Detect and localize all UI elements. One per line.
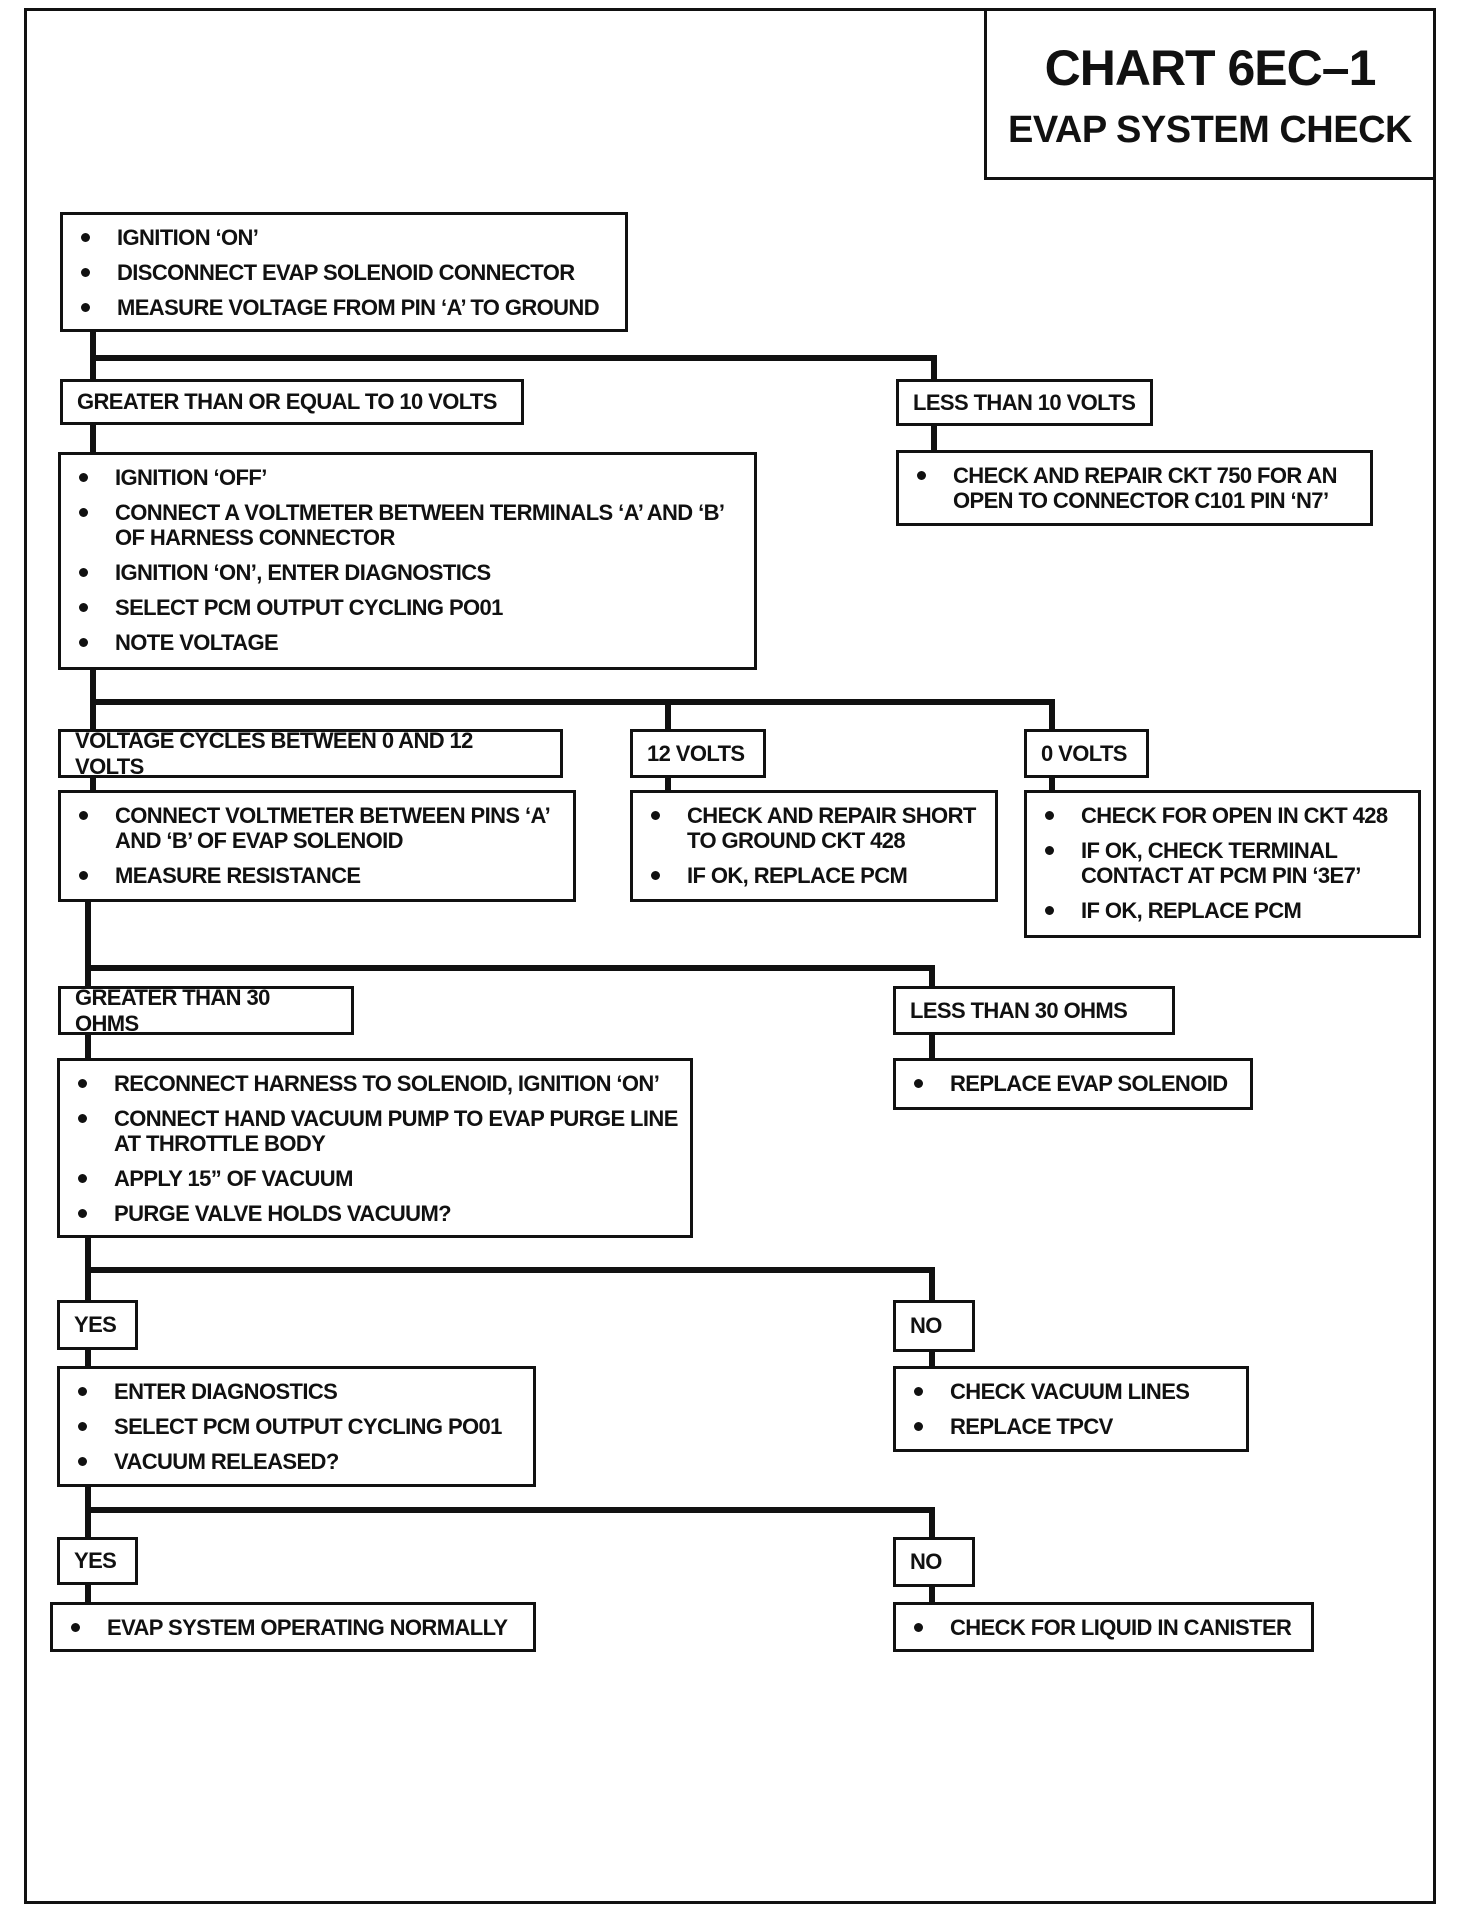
label-0-volts: 0 VOLTS — [1024, 729, 1149, 778]
step-item: CONNECT A VOLTMETER BETWEEN TERMINALS ‘A… — [61, 500, 744, 550]
step-item: SELECT PCM OUTPUT CYCLING PO01 — [60, 1414, 523, 1439]
page-frame-top — [24, 8, 984, 11]
step-box-check-vacuum-lines: CHECK VACUUM LINES REPLACE TPCV — [893, 1366, 1249, 1452]
step-item: PURGE VALVE HOLDS VACUUM? — [60, 1201, 680, 1226]
step-item: IF OK, REPLACE PCM — [633, 863, 985, 888]
step-box-short-to-ground: CHECK AND REPAIR SHORT TO GROUND CKT 428… — [630, 790, 998, 902]
step-item: EVAP SYSTEM OPERATING NORMALLY — [53, 1615, 523, 1640]
step-box-system-normal: EVAP SYSTEM OPERATING NORMALLY — [50, 1602, 536, 1652]
step-box-ignition-off: IGNITION ‘OFF’ CONNECT A VOLTMETER BETWE… — [58, 452, 757, 670]
step-item: IGNITION ‘OFF’ — [61, 465, 744, 490]
step-item: CHECK AND REPAIR SHORT TO GROUND CKT 428 — [633, 803, 985, 853]
step-item: CHECK AND REPAIR CKT 750 FOR AN OPEN TO … — [899, 463, 1360, 513]
step-box-liquid-in-canister: CHECK FOR LIQUID IN CANISTER — [893, 1602, 1314, 1652]
step-item: MEASURE RESISTANCE — [61, 863, 563, 888]
label-no-vacuum-released: NO — [893, 1537, 975, 1587]
step-item: CONNECT HAND VACUUM PUMP TO EVAP PURGE L… — [60, 1106, 680, 1156]
step-box-vacuum-test: RECONNECT HARNESS TO SOLENOID, IGNITION … — [57, 1058, 693, 1238]
step-item: IGNITION ‘ON’ — [63, 225, 615, 250]
step-item: CHECK FOR OPEN IN CKT 428 — [1027, 803, 1408, 828]
step-box-check-ckt-750: CHECK AND REPAIR CKT 750 FOR AN OPEN TO … — [896, 450, 1373, 526]
label-less-than-30-ohms: LESS THAN 30 OHMS — [893, 986, 1175, 1035]
step-box-start: IGNITION ‘ON’ DISCONNECT EVAP SOLENOID C… — [60, 212, 628, 332]
label-yes-vacuum-released: YES — [57, 1537, 138, 1585]
label-12-volts: 12 VOLTS — [630, 729, 766, 778]
step-item: IGNITION ‘ON’, ENTER DIAGNOSTICS — [61, 560, 744, 585]
step-item: SELECT PCM OUTPUT CYCLING PO01 — [61, 595, 744, 620]
step-item: NOTE VOLTAGE — [61, 630, 744, 655]
step-box-open-ckt-428: CHECK FOR OPEN IN CKT 428 IF OK, CHECK T… — [1024, 790, 1421, 938]
step-item: CHECK VACUUM LINES — [896, 1379, 1236, 1404]
step-item: APPLY 15” OF VACUUM — [60, 1166, 680, 1191]
chart-subtitle: EVAP SYSTEM CHECK — [1008, 109, 1412, 151]
step-item: CHECK FOR LIQUID IN CANISTER — [896, 1615, 1301, 1640]
label-no-vacuum-holds: NO — [893, 1300, 975, 1352]
step-item: MEASURE VOLTAGE FROM PIN ‘A’ TO GROUND — [63, 295, 615, 320]
chart-title-box: CHART 6EC–1 EVAP SYSTEM CHECK — [984, 8, 1436, 180]
step-item: REPLACE EVAP SOLENOID — [896, 1071, 1240, 1096]
label-yes-vacuum-holds: YES — [57, 1300, 138, 1350]
label-greater-than-30-ohms: GREATER THAN 30 OHMS — [58, 985, 354, 1036]
step-item: IF OK, CHECK TERMINAL CONTACT AT PCM PIN… — [1027, 838, 1408, 888]
step-item: DISCONNECT EVAP SOLENOID CONNECTOR — [63, 260, 615, 285]
label-greater-or-equal-10-volts: GREATER THAN OR EQUAL TO 10 VOLTS — [60, 379, 524, 425]
page-frame — [24, 8, 1436, 1904]
step-box-vacuum-released: ENTER DIAGNOSTICS SELECT PCM OUTPUT CYCL… — [57, 1366, 536, 1487]
step-item: CONNECT VOLTMETER BETWEEN PINS ‘A’ AND ‘… — [61, 803, 563, 853]
step-item: IF OK, REPLACE PCM — [1027, 898, 1408, 923]
step-item: REPLACE TPCV — [896, 1414, 1236, 1439]
chart-title: CHART 6EC–1 — [1044, 40, 1377, 96]
step-item: VACUUM RELEASED? — [60, 1449, 523, 1474]
step-item: ENTER DIAGNOSTICS — [60, 1379, 523, 1404]
label-voltage-cycles: VOLTAGE CYCLES BETWEEN 0 AND 12 VOLTS — [58, 728, 563, 779]
step-box-replace-solenoid: REPLACE EVAP SOLENOID — [893, 1058, 1253, 1110]
step-item: RECONNECT HARNESS TO SOLENOID, IGNITION … — [60, 1071, 680, 1096]
label-less-than-10-volts: LESS THAN 10 VOLTS — [896, 379, 1153, 426]
step-box-measure-resistance: CONNECT VOLTMETER BETWEEN PINS ‘A’ AND ‘… — [58, 790, 576, 902]
